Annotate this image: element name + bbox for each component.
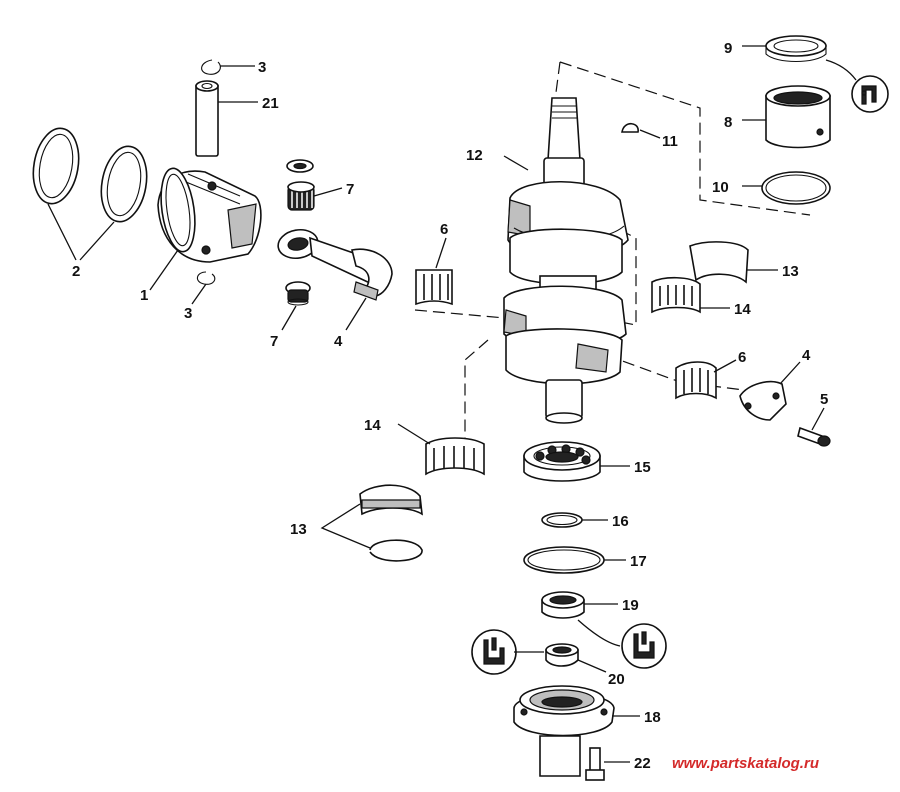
callout-17: 17 (630, 553, 647, 570)
callout-2: 2 (72, 263, 80, 280)
callout-21: 21 (262, 95, 279, 112)
callout-15: 15 (634, 459, 651, 476)
callout-labels: 3 21 2 1 3 7 7 4 6 12 11 9 8 10 13 14 6 … (72, 40, 828, 772)
callout-7-top: 7 (346, 181, 354, 198)
connecting-rod (277, 228, 393, 301)
callout-18: 18 (644, 709, 661, 726)
lower-bearing-housing (513, 685, 615, 777)
piston-pin (195, 80, 219, 157)
center-bearing-half-left (359, 484, 423, 516)
callout-11: 11 (662, 133, 678, 150)
callout-4-cap: 4 (802, 347, 811, 364)
callout-9: 9 (724, 40, 732, 57)
piston-pin-clip-top (201, 59, 221, 75)
ball-bearing (523, 441, 601, 482)
callout-20: 20 (608, 671, 625, 688)
callout-14-left: 14 (364, 417, 381, 434)
center-bearing-cage-right (651, 276, 701, 314)
leader-lines (47, 45, 857, 763)
small-end-bearing-bottom (285, 281, 311, 306)
callout-10: 10 (712, 179, 729, 196)
callout-12: 12 (466, 147, 483, 164)
crankshaft (503, 97, 629, 424)
rod-bearing-cage-left (415, 269, 453, 306)
callout-13-left: 13 (290, 521, 307, 538)
watermark-text: www.partskatalog.ru (672, 755, 819, 772)
o-ring-lower (523, 546, 605, 574)
piston (157, 167, 262, 263)
callout-3-bottom: 3 (184, 305, 192, 322)
piston-pin-clip-bottom (196, 271, 216, 285)
housing-screw (585, 747, 605, 781)
callout-6-left: 6 (440, 221, 448, 238)
callout-6-right: 6 (738, 349, 746, 366)
callout-5: 5 (820, 391, 828, 408)
callout-19: 19 (622, 597, 639, 614)
callout-13-right: 13 (782, 263, 799, 280)
upper-seal (765, 35, 827, 62)
lubricant-symbol-icon (471, 629, 517, 675)
callout-22: 22 (634, 755, 651, 772)
center-bearing-half-right (689, 241, 749, 284)
piston-rings (32, 127, 148, 223)
lubricant-symbol-icon (621, 623, 667, 669)
callout-8: 8 (724, 114, 732, 131)
woodruff-key (621, 122, 639, 133)
rod-bearing-cage-right (675, 361, 717, 400)
small-end-bearing-top (286, 159, 315, 211)
callout-3-top: 3 (258, 59, 266, 76)
callout-4-rod: 4 (334, 333, 343, 350)
rod-cap-screw (797, 426, 831, 447)
center-bearing-cage-left (425, 437, 485, 476)
lower-seal-inner (545, 643, 579, 667)
upper-bearing (765, 85, 831, 149)
lubricant-symbol-icon (851, 75, 889, 113)
lower-seal-outer (541, 591, 585, 619)
connecting-rod-cap (739, 380, 787, 421)
callout-7-bottom: 7 (270, 333, 278, 350)
o-ring-upper (761, 171, 831, 205)
callout-1: 1 (140, 287, 148, 304)
bearing-retainer-ring (369, 539, 423, 562)
callout-16: 16 (612, 513, 629, 530)
callout-14-right: 14 (734, 301, 751, 318)
retaining-ring (541, 512, 583, 528)
